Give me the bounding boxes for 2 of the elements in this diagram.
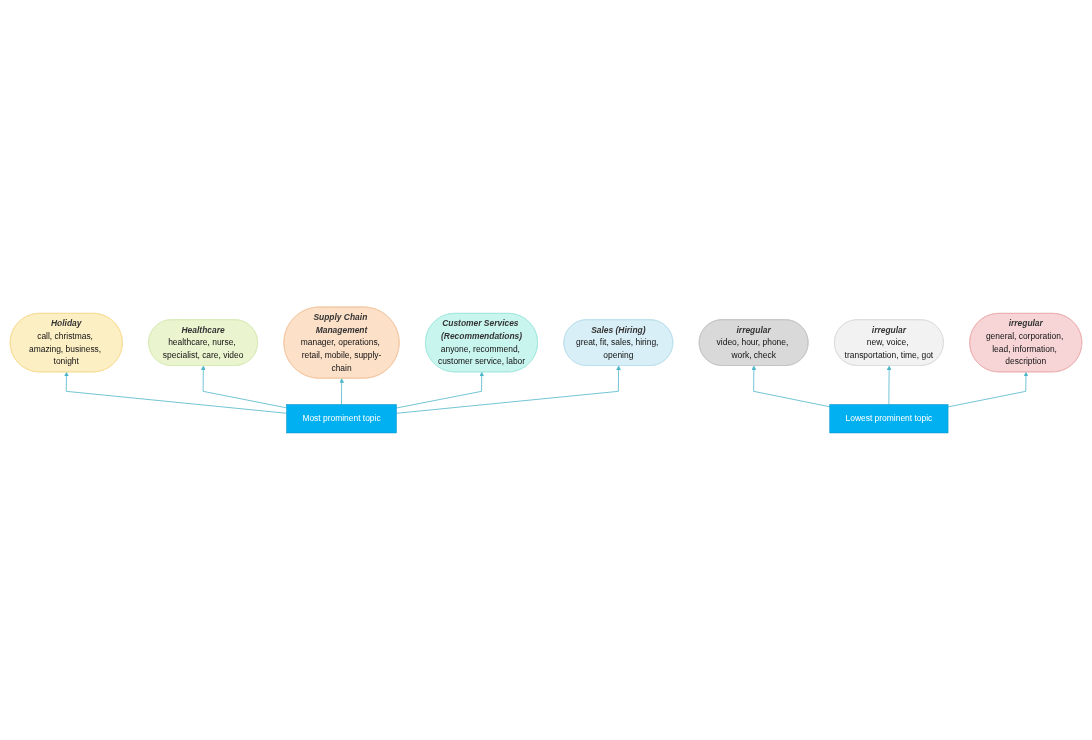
node-box: Lowest prominent topic bbox=[829, 404, 949, 434]
node-box: Most prominent topic bbox=[286, 404, 397, 434]
